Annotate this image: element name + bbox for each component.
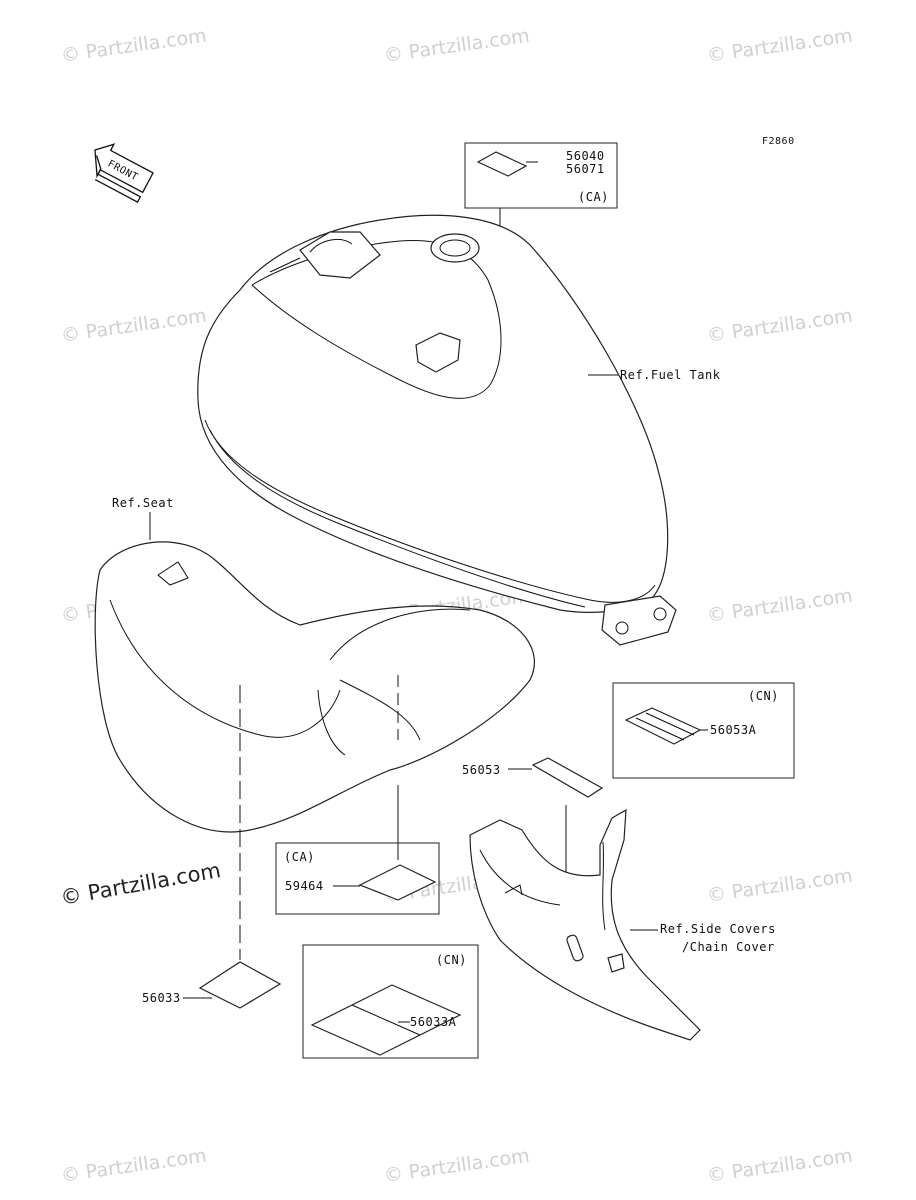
region-ca: (CA) <box>578 190 609 204</box>
part-56033a: 56033A <box>410 1015 457 1029</box>
label-56053a-box: (CN) 56053A <box>612 682 795 779</box>
region-ca: (CA) <box>284 850 315 864</box>
figure-code: F2860 <box>762 136 795 147</box>
front-arrow-icon: FRONT <box>94 143 154 203</box>
part-56053: 56053 <box>462 763 501 777</box>
watermark-main: © Partzilla.com <box>59 858 223 910</box>
watermark: © Partzilla.com <box>60 25 208 67</box>
watermark: © Partzilla.com <box>706 865 854 907</box>
watermark: © Partzilla.com <box>706 305 854 347</box>
watermark: © Partzilla.com <box>706 25 854 67</box>
ref-fuel-tank: Ref.Fuel Tank <box>620 368 721 382</box>
watermark: © Partzilla.com <box>60 305 208 347</box>
part-56053a: 56053A <box>710 723 757 737</box>
ref-side-covers: Ref.Side Covers <box>660 922 776 936</box>
label-59464-box: (CA) 59464 <box>275 842 440 915</box>
side-cover <box>469 808 701 1041</box>
ref-chain-cover: /Chain Cover <box>682 940 775 954</box>
part-56040: 56040 <box>566 149 605 163</box>
region-cn: (CN) <box>748 689 779 703</box>
ref-seat: Ref.Seat <box>112 496 174 510</box>
watermark: © Partzilla.com <box>706 585 854 627</box>
part-59464: 59464 <box>285 879 324 893</box>
watermark: © Partzilla.com <box>706 1145 854 1187</box>
label-56033-decal <box>198 961 282 1009</box>
part-56033: 56033 <box>142 991 181 1005</box>
label-56033a-box: (CN) 56033A <box>302 944 479 1059</box>
fuel-tank <box>197 214 677 646</box>
label-56040-box: 56040 56071 (CA) <box>464 142 618 209</box>
part-56071: 56071 <box>566 162 605 176</box>
label-56053-decal <box>531 757 604 798</box>
watermark: © Partzilla.com <box>383 25 531 67</box>
seat <box>94 541 535 833</box>
region-cn: (CN) <box>436 953 467 967</box>
watermark: © Partzilla.com <box>60 1145 208 1187</box>
watermark: © Partzilla.com <box>383 1145 531 1187</box>
